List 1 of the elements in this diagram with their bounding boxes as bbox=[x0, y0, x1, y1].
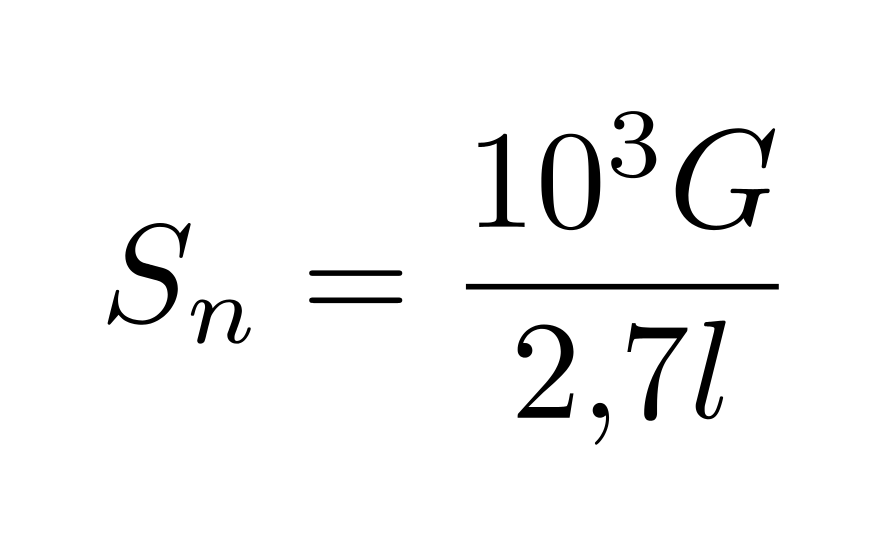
formula: $S_n = \frac{10^{3}G}{2{,}7l}$ bbox=[108, 111, 779, 445]
